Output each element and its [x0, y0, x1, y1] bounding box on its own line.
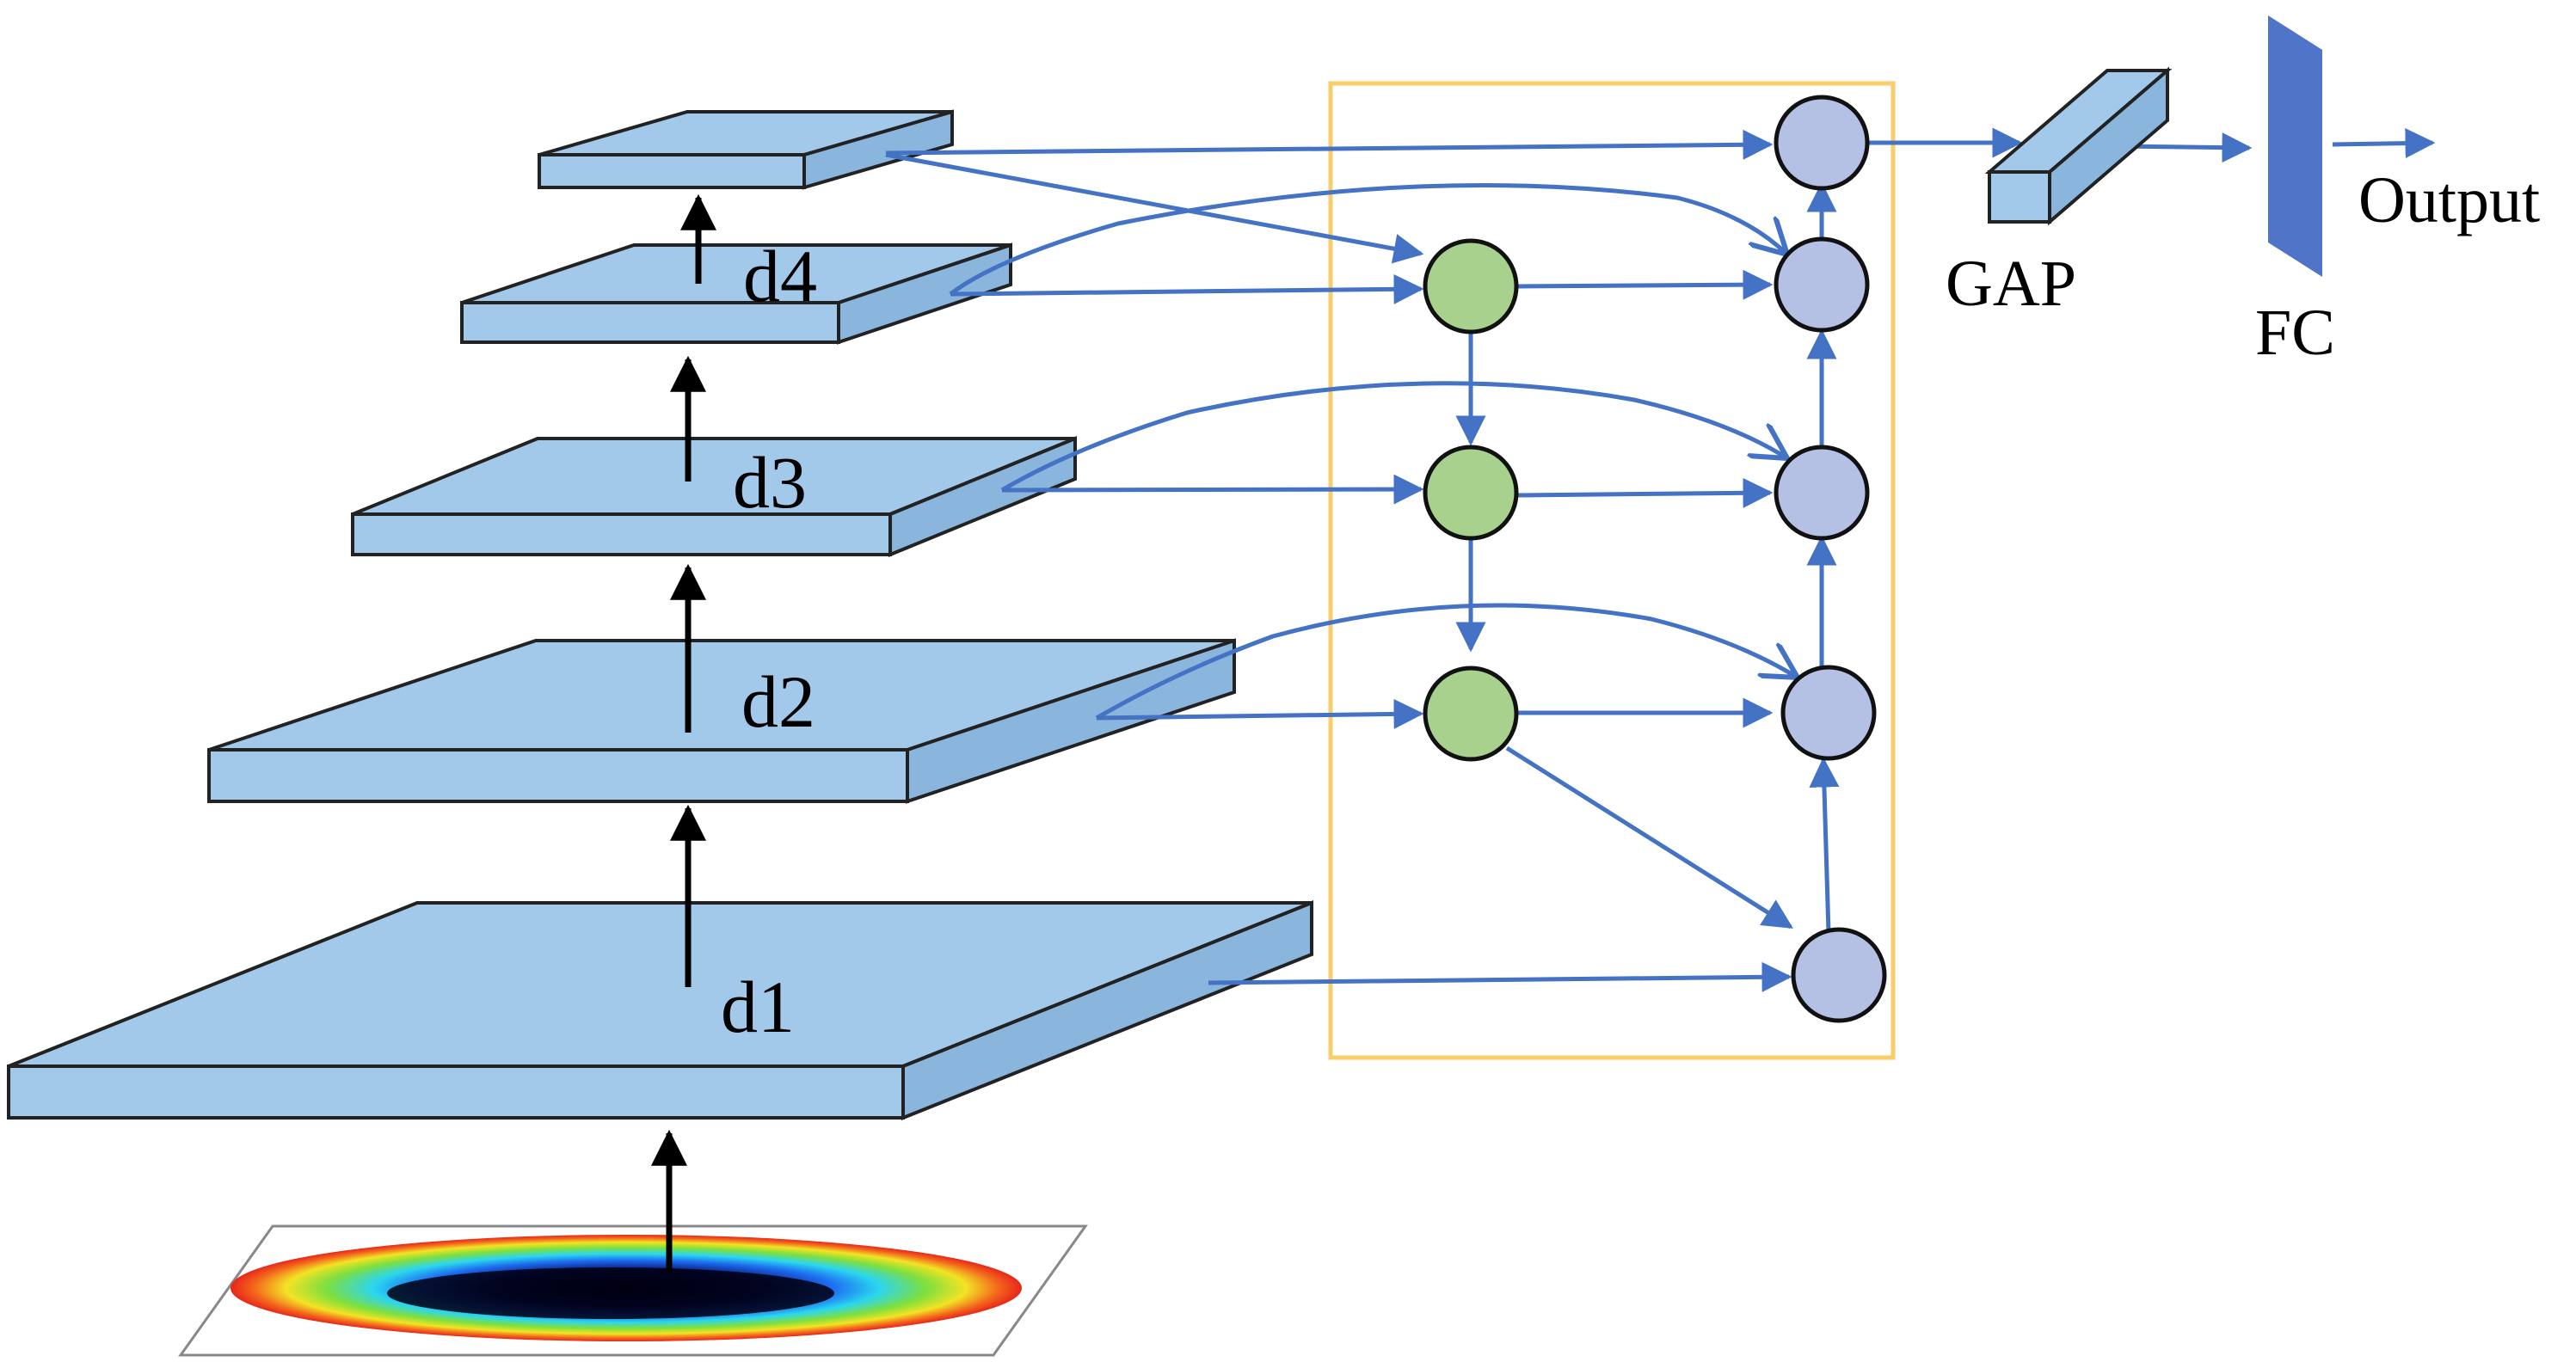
- label-d1: d1: [721, 966, 795, 1048]
- layer-top-slab: [538, 109, 954, 190]
- fc-layer: [2268, 15, 2322, 277]
- label-d4: d4: [743, 235, 817, 317]
- label-output: Output: [2358, 164, 2540, 236]
- gap-block: [1984, 66, 2173, 226]
- layer-d1-slab: [7, 900, 1313, 1120]
- layer-d4-slab: [460, 242, 1012, 345]
- input-heatmap-image: [178, 1224, 1088, 1357]
- backbone-arrows: [651, 193, 716, 1273]
- green-node-3: [1423, 666, 1519, 762]
- blue-node-2: [1774, 236, 1870, 333]
- blue-node-3: [1774, 445, 1870, 541]
- fusion-module-box: [1328, 81, 1896, 1060]
- connection-arrows: [885, 127, 2436, 992]
- blue-node-5: [1791, 927, 1887, 1023]
- label-d3: d3: [733, 441, 807, 524]
- green-node-1: [1423, 238, 1519, 334]
- blue-node-4: [1780, 665, 1877, 761]
- blue-node-1: [1774, 95, 1870, 191]
- layer-d3-slab: [351, 436, 1077, 557]
- label-fc: FC: [2255, 297, 2335, 369]
- green-node-2: [1423, 445, 1519, 541]
- label-gap: GAP: [1946, 248, 2076, 320]
- label-d2: d2: [741, 660, 815, 743]
- layer-d2-slab: [207, 638, 1236, 804]
